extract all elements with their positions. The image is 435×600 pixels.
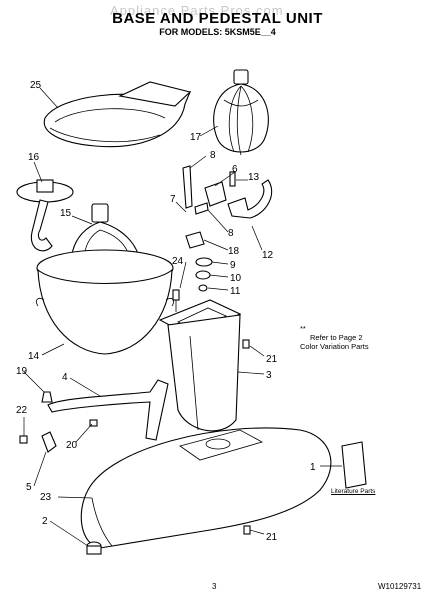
note-line-1: Refer to Page 2: [310, 333, 363, 342]
literature-parts-label: Literature Parts: [331, 488, 376, 495]
callout-19: 19: [16, 366, 28, 377]
hardware-parts: [172, 231, 213, 312]
mixer-base-part: [80, 427, 332, 549]
callout-14: 14: [28, 351, 40, 362]
callout-24: 24: [172, 256, 184, 267]
callout-17: 17: [190, 132, 202, 143]
lever-assembly-part: [182, 165, 273, 219]
color-variation-note: ** Refer to Page 2 Color Variation Parts: [300, 324, 369, 351]
wire-whip-part: [213, 69, 269, 156]
callout-7: 7: [170, 194, 176, 205]
callout-25: 25: [30, 80, 42, 91]
callout-12: 12: [262, 250, 274, 261]
leader-lines: [23, 87, 342, 547]
callout-8: 8: [210, 150, 216, 161]
page-title: BASE AND PEDESTAL UNIT: [112, 10, 323, 27]
callout-20: 20: [66, 440, 78, 451]
screw-parts: [19, 339, 251, 535]
bowl-clamp-part: [47, 379, 169, 441]
callout-23: 23: [40, 492, 52, 503]
callout-labels: 25 17 8 16 6 13 7 15 8 18 24 9 10 11 12 …: [16, 80, 316, 543]
callout-15: 15: [60, 208, 72, 219]
callout-1: 1: [310, 462, 316, 473]
page-number: 3: [212, 582, 217, 591]
callout-2: 2: [42, 516, 48, 527]
callout-10: 10: [230, 273, 242, 284]
pouring-shield-part: [43, 81, 192, 148]
callout-21: 21: [266, 354, 278, 365]
callout-11: 11: [230, 286, 241, 297]
literature-booklet-part: [341, 441, 367, 489]
callout-3: 3: [266, 370, 272, 381]
callout-22: 22: [16, 405, 28, 416]
rubber-foot-part: [86, 541, 102, 555]
dough-hook-part: [16, 179, 74, 252]
callout-21b: 21: [266, 532, 278, 543]
watermark-text: Appliance Parts Pros.com: [110, 3, 284, 18]
pedestal-column-part: [158, 299, 242, 432]
callout-16: 16: [28, 152, 40, 163]
callout-4: 4: [62, 372, 68, 383]
callout-6: 6: [232, 164, 238, 175]
callout-18: 18: [228, 246, 240, 257]
callout-9: 9: [230, 260, 236, 271]
callout-8b: 8: [228, 228, 234, 239]
page-subtitle: FOR MODELS: 5KSM5E__4: [159, 27, 276, 37]
mixing-bowl-part: [36, 249, 174, 355]
note-line-2: Color Variation Parts: [300, 342, 369, 351]
note-marker: **: [300, 324, 306, 333]
document-number: W10129731: [378, 582, 422, 591]
callout-5: 5: [26, 482, 32, 493]
callout-13: 13: [248, 172, 260, 183]
